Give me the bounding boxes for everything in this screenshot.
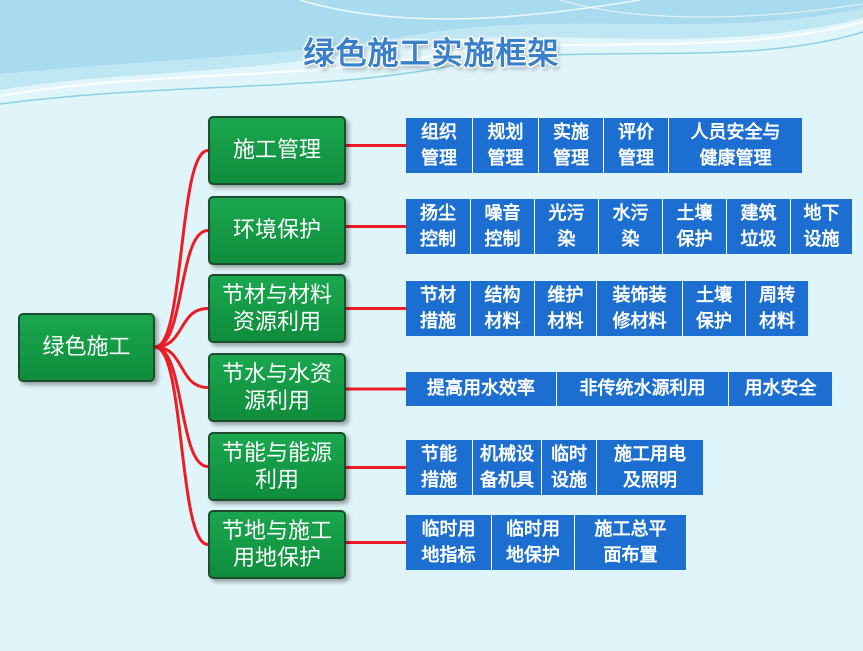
item-cell: 土壤 保护 — [663, 199, 727, 254]
branch-node-4: 节水与水资 源利用 — [208, 353, 346, 422]
item-cell: 评价 管理 — [604, 118, 669, 173]
item-cell: 噪音 控制 — [471, 199, 535, 254]
item-cell-label: 用水安全 — [744, 378, 817, 399]
item-cell: 施工用电 及照明 — [597, 440, 703, 495]
item-cell-label: 临时用 地保护 — [506, 518, 560, 566]
item-cell-label: 结构 材料 — [484, 284, 521, 332]
item-cell: 周转 材料 — [746, 281, 808, 336]
item-cell-label: 实施 管理 — [553, 121, 589, 169]
item-cell: 装饰装 修材料 — [597, 281, 683, 336]
root-node-label: 绿色施工 — [42, 335, 131, 360]
item-cell: 临时 设施 — [542, 440, 597, 495]
item-cell: 机械设 备机具 — [473, 440, 542, 495]
branch-node-label: 节水与水资 源利用 — [221, 361, 332, 414]
item-cell-label: 提高用水效率 — [427, 378, 535, 399]
item-cell: 用水安全 — [729, 372, 832, 406]
item-cell-label: 施工总平 面布置 — [594, 518, 667, 566]
item-cell-label: 地下 设施 — [803, 202, 840, 250]
item-cell: 水污 染 — [599, 199, 663, 254]
branch-node-6: 节地与施工 用地保护 — [208, 510, 346, 579]
page-title: 绿色施工实施框架 — [303, 36, 560, 72]
item-cell-label: 噪音 控制 — [484, 202, 521, 250]
item-cell-label: 光污 染 — [548, 202, 585, 250]
branch-node-label: 节能与能源 利用 — [221, 440, 332, 493]
item-cell: 建筑 垃圾 — [727, 199, 791, 254]
item-cell: 扬尘 控制 — [406, 199, 471, 254]
item-cell-label: 临时用 地指标 — [421, 518, 476, 566]
item-cell: 节材 措施 — [406, 281, 471, 336]
root-connector-3 — [154, 307, 209, 349]
item-cell-label: 节材 措施 — [420, 284, 456, 332]
branch-node-label: 施工管理 — [232, 138, 321, 163]
root-connector-2 — [154, 229, 209, 349]
branch-node-5: 节能与能源 利用 — [208, 432, 346, 501]
item-cell: 土壤 保护 — [683, 281, 746, 336]
item-cell: 节能 措施 — [406, 440, 473, 495]
item-cell-label: 土壤 保护 — [696, 284, 732, 332]
branch-node-3: 节材与材料 资源利用 — [208, 274, 346, 343]
item-cell-label: 扬尘 控制 — [420, 202, 456, 250]
item-cell: 地下 设施 — [791, 199, 852, 254]
item-cell-label: 施工用电 及照明 — [614, 443, 686, 491]
item-cell: 结构 材料 — [471, 281, 535, 336]
root-connector-6 — [154, 345, 209, 546]
item-cell-label: 评价 管理 — [618, 121, 654, 169]
branch-node-label: 节地与施工 用地保护 — [221, 518, 332, 571]
item-cell-label: 周转 材料 — [759, 284, 795, 332]
root-connector-4 — [154, 345, 209, 389]
branch-node-1: 施工管理 — [208, 116, 346, 185]
item-cell-label: 组织 管理 — [421, 121, 457, 169]
root-node: 绿色施工 — [18, 313, 155, 382]
item-cell-label: 机械设 备机具 — [480, 443, 534, 491]
item-cell: 临时用 地指标 — [406, 515, 492, 570]
item-cell: 实施 管理 — [539, 118, 604, 173]
branch-node-2: 环境保护 — [208, 196, 346, 265]
decorative-wave-banner — [0, 0, 863, 105]
item-cell: 组织 管理 — [406, 118, 473, 173]
item-cell-label: 水污 染 — [612, 202, 649, 250]
item-cell-label: 维护 材料 — [547, 284, 584, 332]
item-cell: 规划 管理 — [473, 118, 539, 173]
item-cell-label: 非传统水源利用 — [579, 378, 706, 399]
root-connector-1 — [154, 149, 209, 349]
item-cell: 人员安全与 健康管理 — [669, 118, 802, 173]
item-cell-label: 人员安全与 健康管理 — [690, 121, 781, 169]
item-cell-label: 土壤 保护 — [676, 202, 713, 250]
item-cell: 临时用 地保护 — [492, 515, 575, 570]
branch-node-label: 节材与材料 资源利用 — [221, 282, 332, 335]
item-cell: 光污 染 — [535, 199, 599, 254]
item-cell: 施工总平 面布置 — [575, 515, 686, 570]
item-cell: 提高用水效率 — [406, 372, 557, 406]
item-cell-label: 装饰装 修材料 — [612, 284, 667, 332]
item-cell-label: 规划 管理 — [487, 121, 524, 169]
item-cell: 维护 材料 — [535, 281, 597, 336]
item-cell: 非传统水源利用 — [557, 372, 729, 406]
item-cell-label: 临时 设施 — [551, 443, 587, 491]
item-cell-label: 节能 措施 — [421, 443, 457, 491]
item-cell-label: 建筑 垃圾 — [740, 202, 777, 250]
branch-node-label: 环境保护 — [232, 218, 321, 243]
